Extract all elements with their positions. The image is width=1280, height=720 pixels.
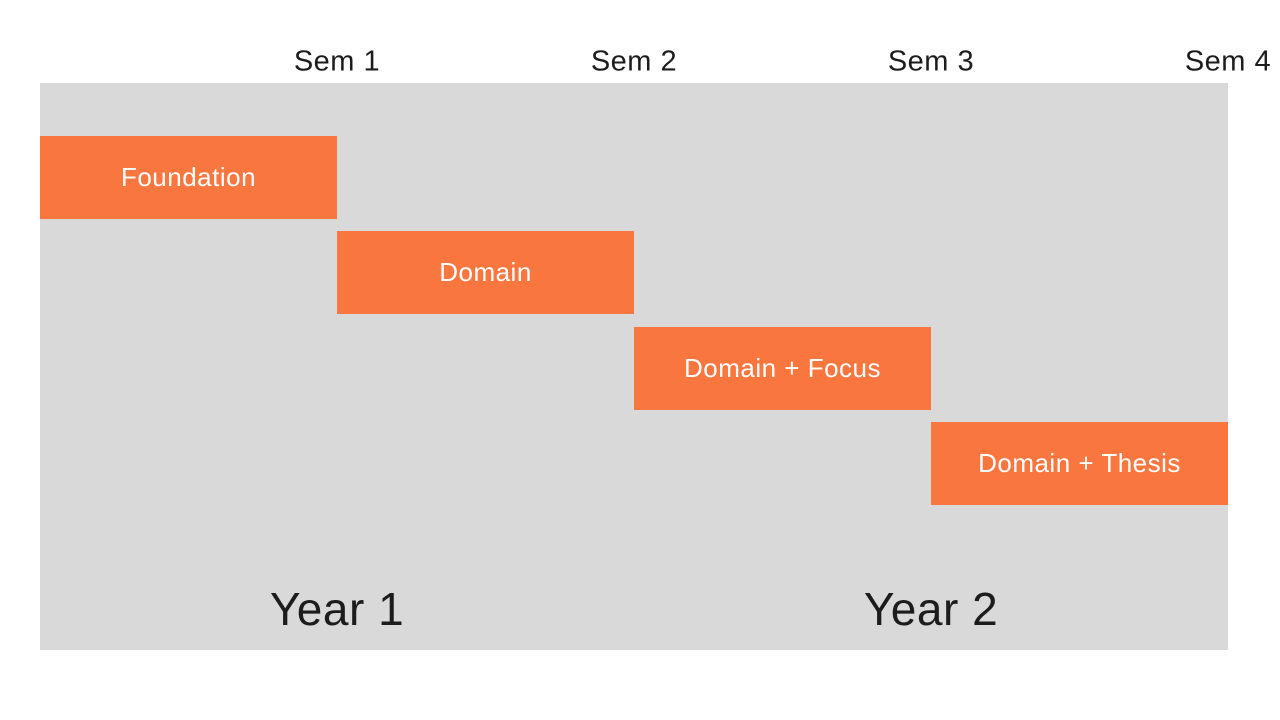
gantt-bar-foundation: Foundation — [40, 136, 337, 219]
x-tick-label: Sem 4 — [1184, 45, 1272, 78]
gantt-bar-label: Domain — [439, 257, 532, 287]
gantt-bar-label: Foundation — [120, 162, 257, 192]
gantt-bar-label: Domain + Focus — [683, 353, 882, 383]
gantt-bar-domain: Domain — [337, 231, 634, 314]
gantt-bar-domain-thesis: Domain + Thesis — [931, 422, 1228, 505]
gantt-bar-label: Domain + Thesis — [978, 448, 1181, 478]
year-annotation: Year 2 — [863, 583, 999, 635]
gantt-bar-domain-focus: Domain + Focus — [634, 327, 931, 410]
year-annotation: Year 1 — [269, 583, 405, 635]
x-tick-label: Sem 3 — [887, 45, 975, 78]
x-tick-label: Sem 1 — [293, 45, 381, 78]
x-tick-label: Sem 2 — [590, 45, 678, 78]
